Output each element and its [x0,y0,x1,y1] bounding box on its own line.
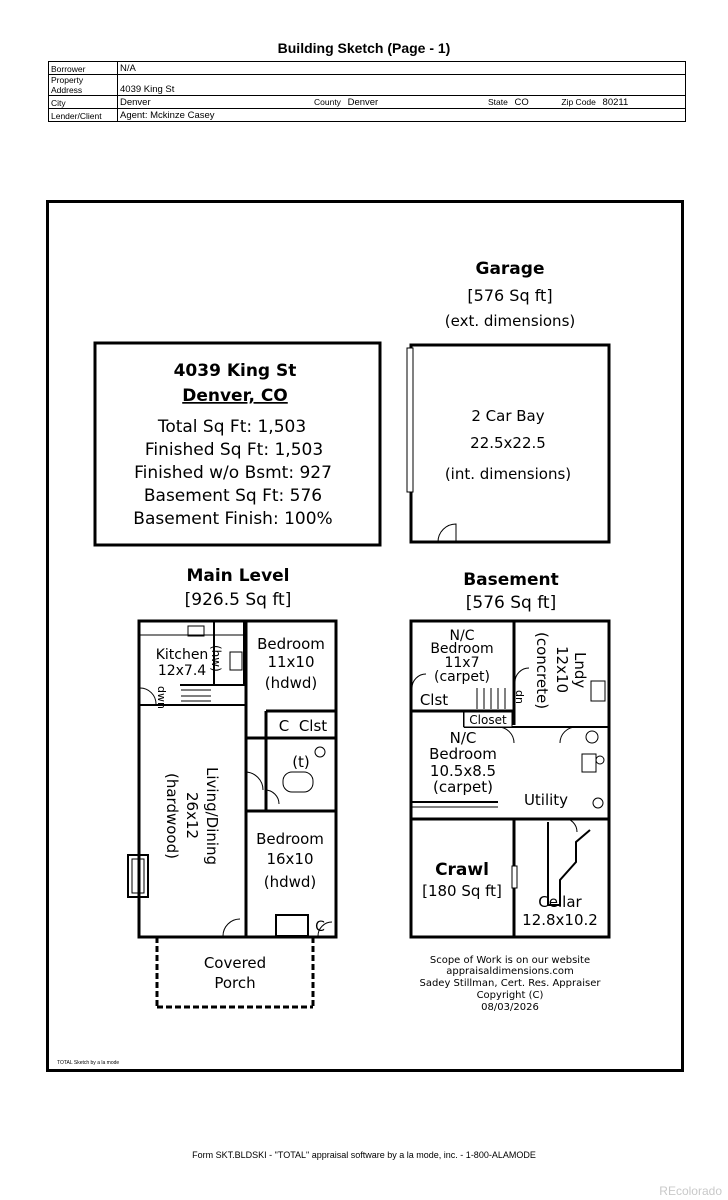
kitchen-hw: (hw) [209,645,223,672]
closet-label: Closet [469,713,507,727]
basement-bedroom2-floor: (carpet) [433,778,493,796]
summary-basement-sqft: Basement Sq Ft: 576 [144,486,322,506]
main-t-label: (t) [292,753,310,771]
garage-note2: (int. dimensions) [445,465,571,483]
garage-note: (ext. dimensions) [445,312,575,330]
garage-title: Garage [476,259,545,279]
kitchen-label: Kitchen [156,647,209,663]
main-bedroom1-dims: 11x10 [267,653,314,671]
summary-city: Denver, CO [182,386,288,406]
utility-label: Utility [524,791,568,809]
basement-nc2: N/C [450,729,477,747]
main-c2-label: C [315,919,325,935]
scope-line2: appraisaldimensions.com [446,966,574,977]
lndy-label: Lndy [571,652,589,688]
main-bedroom1-label: Bedroom [257,635,325,653]
county-label: County [314,97,341,107]
basement-clst-label: Clst [420,691,448,709]
summary-total: Total Sq Ft: 1,503 [157,417,306,437]
garage-dims: 22.5x22.5 [470,434,546,452]
main-clst-label: Clst [299,717,327,735]
crawl-label: Crawl [435,860,489,880]
state-label: State [488,97,508,107]
summary-basement-finish: Basement Finish: 100% [133,509,332,529]
garage-area: [576 Sq ft] [467,286,552,305]
main-bedroom1-floor: (hdwd) [265,674,318,692]
living-dims: 26x12 [183,792,201,839]
lndy-floor: (concrete) [533,632,551,709]
basement-bedroom1-label: Bedroom [430,641,493,657]
main-bedroom2-dims: 16x10 [266,850,313,868]
state-zip-cell: State CO Zip Code 80211 [486,95,686,109]
main-level-walls [127,619,338,1009]
kitchen-dims: 12x7.4 [158,663,206,679]
main-dwn: dwn [155,686,168,709]
basement-bedroom2-label: Bedroom [429,745,497,763]
summary-street: 4039 King St [174,361,297,381]
state-value: CO [514,97,529,108]
zip-value: 80211 [602,97,629,108]
form-footer: Form SKT.BLDSKI - "TOTAL" appraisal soft… [192,1150,536,1160]
main-bedroom2-label: Bedroom [256,830,324,848]
watermark: REcolorado [659,1184,722,1198]
main-bedroom2-floor: (hdwd) [264,873,317,891]
main-level-area: [926.5 Sq ft] [185,590,292,610]
county-value: Denver [347,97,379,108]
summary-box [93,341,382,547]
basement-bedroom2-dims: 10.5x8.5 [430,762,496,780]
sketch-frame [46,200,684,1072]
summary-finished-wo-bsmt: Finished w/o Bsmt: 927 [134,463,332,483]
main-level-title: Main Level [186,566,289,586]
page-title: Building Sketch (Page - 1) [277,40,451,56]
basement-bedroom1-floor: (carpet) [434,669,490,685]
cellar-label: Cellar [538,893,582,911]
header-table: Borrower N/A Property Address 4039 King … [48,61,686,122]
basement-area: [576 Sq ft] [466,593,556,613]
garage-door-swing [437,523,457,543]
summary-finished: Finished Sq Ft: 1,503 [145,440,323,460]
basement-dn: dn [513,690,526,704]
porch-label-2: Porch [214,974,255,992]
basement-title: Basement [463,570,559,590]
main-c-label: C [279,717,289,735]
basement-bedroom1-dims: 11x7 [444,655,479,671]
garage-door [406,347,414,493]
lndy-dims: 12x10 [553,646,571,693]
scope-line5: 08/03/2026 [481,1002,539,1013]
closet-box [463,711,513,728]
scope-line4: Copyright (C) [477,990,544,1001]
garage-bay: 2 Car Bay [471,407,544,425]
basement-walls [409,619,611,939]
basement-nc1: N/C [450,628,475,644]
crawl-area: [180 Sq ft] [422,882,502,900]
sketch-credit: TOTAL Sketch by a la mode [57,1060,120,1066]
cellar-dims: 12.8x10.2 [522,911,598,929]
scope-line3: Sadey Stillman, Cert. Res. Appraiser [419,978,601,989]
zip-label: Zip Code [561,97,596,107]
living-label: Living/Dining [203,767,221,865]
scope-line1: Scope of Work is on our website [430,955,590,966]
lender-value: Agent: Mckinze Casey [117,108,686,122]
porch-label-1: Covered [204,954,266,972]
living-floor: (hardwood) [163,773,181,859]
